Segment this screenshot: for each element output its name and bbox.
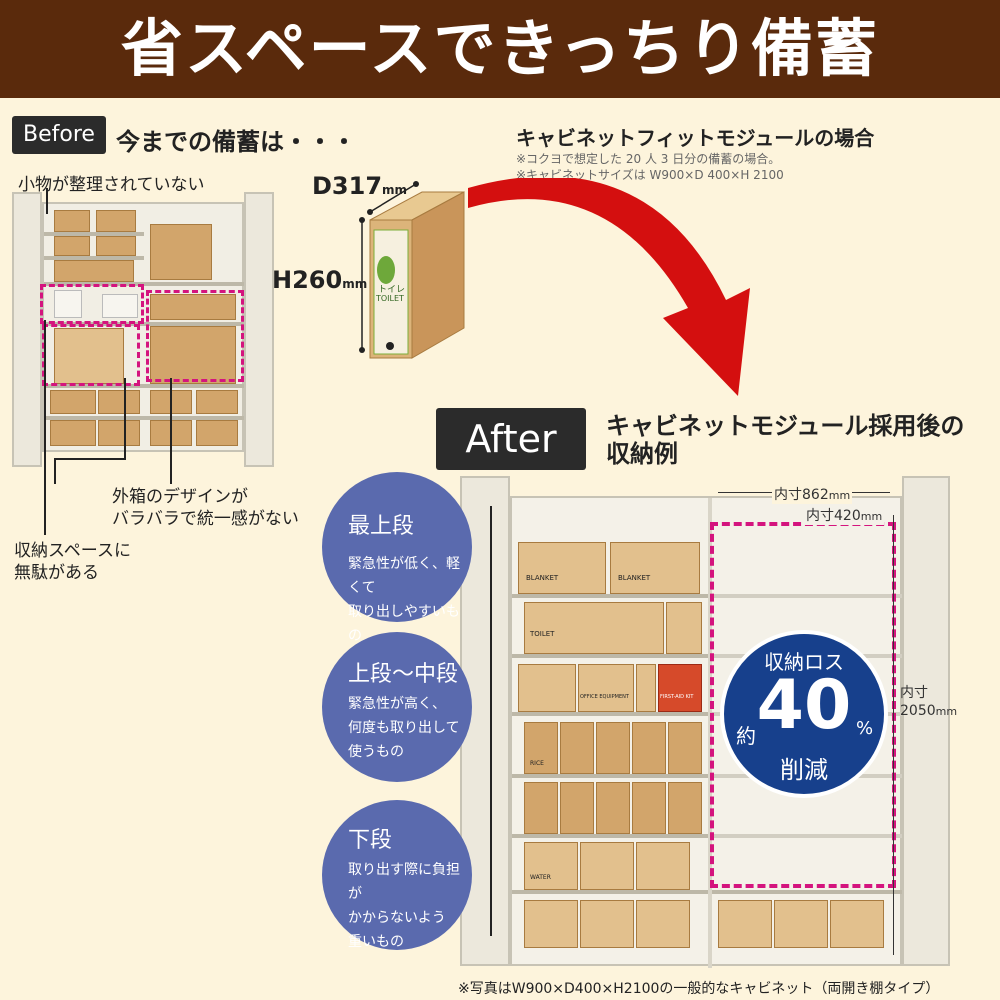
loss-label: 収納ロス: [764, 650, 844, 674]
box-label: BLANKET: [618, 574, 651, 582]
annotation-wasted: 収納スペースに 無駄がある: [14, 541, 131, 583]
after-heading-line1: キャビネットモジュール採用後の: [606, 412, 965, 440]
fit-note-2: ※キャビネットサイズは W900×D 400×H 2100: [516, 168, 784, 182]
cabinet-body: [42, 202, 244, 452]
pointer-line: [124, 378, 126, 460]
height-dim-line: [893, 515, 894, 955]
bubble-desc: 取り出す際に負担が かからないよう 重いもの: [348, 862, 460, 950]
loss-unit: %: [856, 718, 874, 739]
pink-highlight: [40, 284, 144, 324]
red-arrow-icon: [468, 178, 750, 396]
loss-reduction-badge: 収納ロス 約 40 % 削減: [720, 630, 888, 798]
after-heading: キャビネットモジュール採用後の 収納例: [606, 412, 964, 468]
before-cabinet-photo: [12, 192, 274, 467]
after-tag: After: [436, 408, 586, 470]
pointer-line: [170, 378, 172, 484]
depth-dim-label: 内寸420mm: [804, 505, 885, 525]
height-unit: mm: [342, 277, 368, 291]
annotation-unorganized: 小物が整理されていない: [18, 175, 205, 195]
height-label: H260mm: [272, 266, 367, 294]
height-value: H260: [272, 266, 343, 294]
box-label: BLANKET: [526, 574, 559, 582]
bubble-top-shelf: 最上段 緊急性が低く、軽くて 取り出しやすいもの: [322, 472, 472, 644]
pointer-line: [54, 458, 56, 484]
box-label: TOILET: [530, 630, 555, 638]
pink-highlight: [146, 290, 244, 382]
bubble-desc: 緊急性が低く、軽くて 取り出しやすいもの: [348, 556, 460, 644]
bubble-title: 下段: [348, 828, 393, 853]
before-heading: 今までの備蓄は・・・: [116, 128, 356, 156]
bubble-title: 最上段: [348, 514, 415, 539]
footnote: ※写真はW900×D400×H2100の一般的なキャビネット（両開き棚タイプ）: [458, 981, 940, 997]
fit-note-1: ※コクヨで想定した 20 人 3 日分の備蓄の場合。: [516, 152, 781, 166]
bubble-bottom-shelf: 下段 取り出す際に負担が かからないよう 重いもの: [322, 800, 472, 950]
right-door: [902, 476, 950, 966]
bubble-title: 上段〜中段: [348, 662, 459, 687]
right-door: [244, 192, 274, 467]
module-box-illustration: [359, 181, 465, 359]
loss-prefix: 約: [736, 724, 756, 748]
header-bar: [0, 0, 1000, 98]
width-dim-label: 内寸862mm: [772, 484, 853, 504]
box-label: FIRST-AID KIT: [660, 694, 694, 700]
box-label: RICE: [530, 760, 544, 767]
height-dim-label: 内寸 2050mm: [900, 685, 958, 719]
depth-label: D317mm: [312, 172, 407, 200]
before-tag: Before: [12, 116, 106, 154]
cabinet-body: BLANKET BLANKET TOILET OFFICE EQUIPMENT …: [510, 496, 902, 968]
box-label: OFFICE EQUIPMENT: [580, 694, 629, 700]
fit-heading: キャビネットフィットモジュールの場合: [516, 126, 875, 150]
pink-empty-space: [710, 522, 896, 888]
depth-value: D317: [312, 172, 383, 200]
after-heading-line2: 収納例: [606, 440, 678, 468]
pointer-line: [46, 188, 48, 214]
box-label-toilet-jp: トイレ: [378, 285, 406, 295]
pointer-line: [54, 458, 126, 460]
side-bracket: [490, 506, 492, 936]
loss-value: 40: [756, 666, 852, 745]
left-door: [12, 192, 42, 467]
pointer-line: [44, 320, 46, 535]
bubble-desc: 緊急性が高く、 何度も取り出して 使うもの: [348, 696, 460, 760]
loss-suffix: 削減: [780, 756, 828, 784]
box-label-toilet-en: TOILET: [376, 294, 404, 303]
box-label: WATER: [530, 874, 551, 881]
bubble-upper-middle: 上段〜中段 緊急性が高く、 何度も取り出して 使うもの: [322, 632, 472, 782]
page-title: 省スペースできっちり備蓄: [120, 12, 880, 85]
annotation-inconsistent: 外箱のデザインが バラバラで統一感がない: [112, 487, 299, 529]
pink-highlight: [42, 324, 140, 386]
